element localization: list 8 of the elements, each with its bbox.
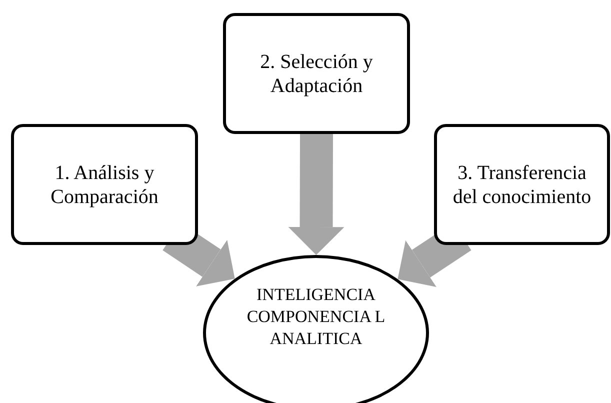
process-box [434, 124, 610, 245]
node-text: 3. Transferencia del conocimiento [452, 160, 592, 208]
process-box [11, 124, 198, 245]
process-box [223, 13, 410, 134]
node-text: 1. Análisis y Comparación [50, 160, 160, 208]
node-text: INTELIGENCIA COMPONENCIA L ANALITICA [246, 284, 386, 350]
node-text: 2. Selección y Adaptación [259, 50, 374, 98]
block-arrow [288, 134, 344, 255]
